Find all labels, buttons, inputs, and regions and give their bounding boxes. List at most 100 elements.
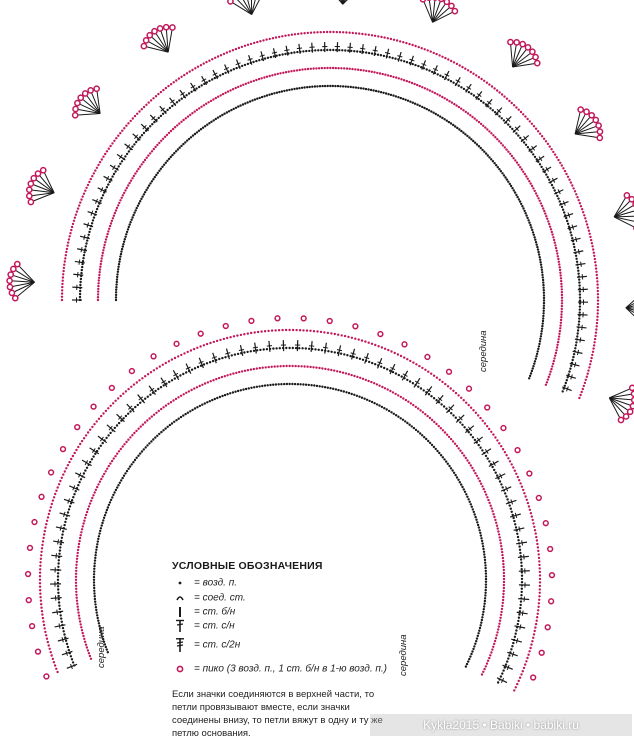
fan-stitch: [232, 2, 252, 15]
chain-dot: [134, 209, 137, 212]
chain-dot: [500, 483, 503, 486]
chain-dot: [300, 86, 304, 90]
chain-dot: [137, 167, 140, 171]
chain-dot: [95, 545, 99, 549]
picot: [513, 38, 521, 46]
picot: [632, 201, 634, 208]
picot: [274, 315, 281, 322]
chain-dot: [503, 146, 506, 149]
chain-dot: [454, 473, 457, 477]
chain-dot: [291, 364, 294, 368]
chain-dot: [281, 328, 284, 332]
chain-dot: [94, 606, 98, 609]
chain-dot: [596, 309, 599, 312]
chain-dot: [295, 328, 298, 332]
fan-stitch: [17, 281, 35, 297]
chain-dot: [76, 608, 80, 611]
picot: [93, 85, 101, 93]
chain-dot: [542, 283, 545, 287]
chain-dot: [220, 375, 224, 379]
chain-dot: [236, 352, 240, 356]
chain-dot: [149, 125, 152, 128]
chain-dot: [104, 188, 107, 192]
chain-dot: [477, 145, 481, 148]
chain-dot: [386, 37, 389, 40]
chain-dot: [427, 370, 430, 373]
chain-dot: [341, 371, 345, 374]
chain-dot: [358, 32, 361, 35]
chain-dot: [49, 651, 52, 654]
chain-dot: [92, 455, 95, 458]
chain-dot: [80, 198, 83, 201]
tr-stitch: [507, 651, 518, 657]
chain-dot: [173, 152, 176, 155]
chain-dot: [417, 45, 420, 49]
chain-dot: [517, 163, 520, 167]
chain-dot: [118, 258, 122, 261]
chain-dot: [314, 49, 317, 52]
chain-dot: [243, 63, 247, 67]
picot: [548, 571, 556, 579]
dc-stitch-bar: [486, 100, 492, 105]
chain-dot: [297, 365, 300, 368]
chain-dot: [498, 536, 501, 539]
chain-dot: [386, 368, 389, 371]
chain-dot: [148, 417, 151, 420]
chain-dot: [360, 339, 364, 342]
chain-dot: [495, 524, 499, 527]
chain-dot: [141, 423, 145, 426]
chain-dot: [571, 358, 574, 362]
chain-dot: [85, 186, 88, 189]
tr-stitch-bar: [521, 610, 524, 616]
chain-dot: [186, 139, 189, 142]
chain-dot: [333, 332, 336, 336]
chain-dot: [354, 32, 358, 35]
chain-dot: [166, 425, 169, 428]
chain-dot: [180, 97, 183, 100]
chain-dot: [326, 66, 329, 70]
chain-dot: [160, 407, 163, 411]
chain-dot: [565, 379, 568, 382]
chain-dot: [230, 354, 233, 357]
chain-dot: [558, 200, 561, 203]
fan-stitch: [613, 205, 634, 218]
chain-dot: [507, 150, 510, 153]
chain-dot: [470, 505, 473, 508]
chain-dot: [466, 495, 469, 498]
chain-dot: [98, 268, 102, 271]
chain-dot: [291, 346, 294, 350]
chain-dot: [364, 378, 367, 382]
chain-dot: [253, 386, 256, 389]
chain-dot: [540, 165, 543, 169]
chain-dot: [132, 461, 135, 464]
chain-dot: [590, 238, 593, 242]
chain-dot: [215, 377, 218, 381]
chain-dot: [250, 386, 253, 389]
chain-dot: [542, 294, 546, 297]
chain-dot: [511, 127, 514, 131]
chain-dot: [367, 51, 371, 55]
chain-dot: [82, 472, 86, 475]
chain-dot: [487, 498, 490, 502]
chain-dot: [402, 79, 406, 82]
chain-dot: [323, 331, 326, 334]
chain-dot: [265, 38, 268, 41]
chain-dot: [95, 420, 98, 423]
chain-dot: [538, 591, 541, 594]
chain-dot: [519, 166, 522, 169]
chain-dot: [99, 444, 103, 447]
chain-dot: [421, 105, 424, 109]
chain-dot: [123, 191, 126, 195]
chain-dot: [502, 565, 505, 569]
fan-stitch: [575, 131, 598, 135]
chain-dot: [42, 620, 45, 623]
chain-dot: [88, 502, 92, 505]
chain-dot: [389, 74, 392, 78]
chain-dot: [460, 86, 463, 89]
chain-dot: [529, 646, 532, 650]
chain-dot: [195, 386, 199, 389]
chain-dot: [272, 347, 275, 350]
chain-dot: [526, 656, 529, 660]
chain-dot: [502, 592, 505, 596]
chain-dot: [584, 217, 587, 220]
